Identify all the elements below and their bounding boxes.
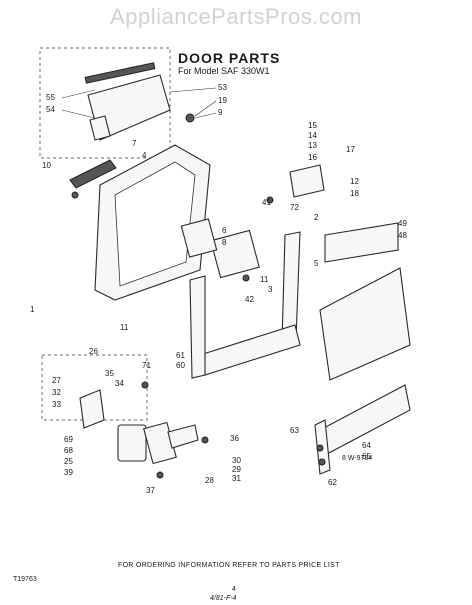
part-54-bracket [89, 115, 111, 141]
callout-61: 61 [176, 351, 185, 360]
part-6-vent-cover [180, 218, 218, 258]
callout-55: 55 [46, 93, 55, 102]
callout-42: 42 [245, 295, 254, 304]
part-49-trim [324, 222, 399, 263]
leader-line [194, 112, 217, 119]
part-68-hinge-plate [117, 424, 147, 462]
callout-37: 37 [146, 486, 155, 495]
page-number: 4 [232, 586, 236, 593]
leader-line [61, 89, 96, 99]
part-3-side-rail [189, 275, 206, 379]
callout-35: 35 [105, 369, 114, 378]
part-10-screw [71, 191, 79, 199]
callout-14: 14 [308, 131, 317, 140]
watermark: AppliancePartsPros.com [110, 4, 362, 29]
callout-18: 18 [350, 189, 359, 198]
figure-code: T19763 [13, 576, 37, 583]
part-2-side-rail [281, 231, 301, 343]
callout-72: 72 [290, 203, 299, 212]
part-71-screw [141, 381, 149, 389]
part-30-hinge-arm [167, 424, 199, 449]
callout-6: 6 [222, 226, 227, 235]
callout-31: 31 [232, 474, 241, 483]
callout-26: 26 [89, 347, 98, 356]
part-64-screw [316, 444, 324, 452]
callout-9: 9 [218, 108, 223, 117]
callout-25: 25 [64, 457, 73, 466]
ordering-note: FOR ORDERING INFORMATION REFER TO PARTS … [118, 562, 340, 569]
callout-7: 7 [132, 139, 137, 148]
callout-60: 60 [176, 361, 185, 370]
reference-code: 8 W-9734 [342, 455, 373, 462]
callout-29: 29 [232, 465, 241, 474]
part-3-bottom-rail [199, 324, 301, 376]
callout-36: 36 [230, 434, 239, 443]
callout-10: 10 [42, 161, 51, 170]
callout-4: 4 [142, 151, 147, 160]
leader-line [61, 109, 96, 119]
part-12-latch [289, 164, 325, 198]
callout-68: 68 [64, 446, 73, 455]
part-11-screw [242, 274, 250, 282]
callout-labels: 5554531997410151413161712184172682494851… [30, 83, 407, 495]
callout-13: 13 [308, 141, 317, 150]
callout-27: 27 [52, 376, 61, 385]
callout-69: 69 [64, 435, 73, 444]
callout-63: 63 [290, 426, 299, 435]
door-liner-inner [114, 161, 196, 287]
diagram-title: DOOR PARTS [178, 50, 281, 66]
callout-34: 34 [115, 379, 124, 388]
callout-32: 32 [52, 388, 61, 397]
callout-11: 11 [260, 275, 269, 284]
callout-2: 2 [314, 213, 319, 222]
part-36-screw [201, 436, 209, 444]
part-7-handle [69, 159, 117, 189]
callout-3: 3 [268, 285, 273, 294]
callout-71: 71 [142, 361, 151, 370]
callout-30: 30 [232, 456, 241, 465]
part-55-rod [84, 62, 156, 84]
callout-53: 53 [218, 83, 227, 92]
signature: 4/81-F-4 [210, 595, 237, 602]
callout-62: 62 [328, 478, 337, 487]
callout-19: 19 [218, 96, 227, 105]
callout-17: 17 [346, 145, 355, 154]
callout-65: 65 [362, 452, 371, 461]
model-subtitle: For Model SAF 330W1 [178, 66, 270, 76]
part-41-screw [266, 196, 274, 204]
callout-5: 5 [314, 259, 319, 268]
callout-54: 54 [46, 105, 55, 114]
callout-15: 15 [308, 121, 317, 130]
callout-33: 33 [52, 400, 61, 409]
part-8-vent [210, 229, 260, 279]
part-65-screw [318, 458, 326, 466]
part-9-screw [185, 113, 195, 123]
callout-39: 39 [64, 468, 73, 477]
callout-12: 12 [350, 177, 359, 186]
callout-28: 28 [205, 476, 214, 485]
callout-16: 16 [308, 153, 317, 162]
callout-64: 64 [362, 441, 371, 450]
leader-line [194, 100, 217, 117]
part-32-bracket [79, 389, 105, 429]
leader-line [169, 87, 217, 93]
callout-8: 8 [222, 238, 227, 247]
callout-1: 1 [30, 305, 35, 314]
callout-41: 41 [262, 198, 271, 207]
callout-49: 49 [398, 219, 407, 228]
part-37-screw [156, 471, 164, 479]
part-48-door-panel [319, 267, 411, 381]
callout-48: 48 [398, 231, 407, 240]
callout-11: 11 [120, 323, 129, 332]
